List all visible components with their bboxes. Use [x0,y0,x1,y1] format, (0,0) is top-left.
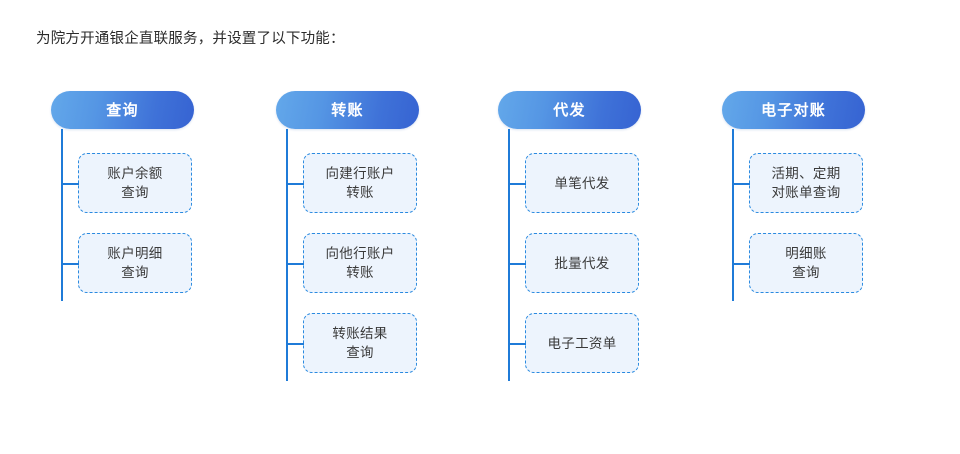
connector-stub [509,263,526,265]
column-header-label: 电子对账 [761,101,826,119]
column-header-1[interactable]: 转账 [276,91,419,129]
diagram-node[interactable]: 活期、定期 对账单查询 [733,153,863,213]
diagram-node-label: 向建行账户 转账 [325,166,395,200]
column-header-label: 转账 [331,101,364,119]
diagram-node[interactable]: 单笔代发 [509,153,639,213]
connector-trunk [61,129,63,301]
diagram-node-label: 转账结果 查询 [332,326,388,360]
diagram-node-label: 账户余额 查询 [107,166,163,200]
connector-stub [62,183,79,185]
diagram-node-label: 电子工资单 [547,335,617,351]
diagram-node[interactable]: 向建行账户 转账 [287,153,417,213]
diagram-column: 转账向建行账户 转账向他行账户 转账转账结果 查询 [276,91,419,381]
diagram-node[interactable]: 明细账 查询 [733,233,863,293]
diagram-node[interactable]: 转账结果 查询 [287,313,417,373]
connector-stub [62,263,79,265]
diagram-node[interactable]: 账户余额 查询 [62,153,192,213]
diagram-node-label: 向他行账户 转账 [325,246,395,280]
intro-text: 为院方开通银企直联服务，并设置了以下功能： [36,31,345,47]
diagram-node[interactable]: 批量代发 [509,233,639,293]
diagram-node-label: 账户明细 查询 [107,246,163,280]
column-header-label: 代发 [553,101,586,119]
diagram-node-label: 明细账 查询 [785,246,827,280]
connector-stub [733,183,750,185]
diagram-node[interactable]: 电子工资单 [509,313,639,373]
column-header-label: 查询 [106,101,139,119]
connector-stub [287,343,304,345]
diagram-node-label: 活期、定期 对账单查询 [771,166,841,200]
column-header-0[interactable]: 查询 [51,91,194,129]
diagram-column: 电子对账活期、定期 对账单查询明细账 查询 [722,91,865,301]
connector-stub [733,263,750,265]
connector-stub [509,343,526,345]
connector-trunk [508,129,510,381]
diagram-node[interactable]: 向他行账户 转账 [287,233,417,293]
connector-trunk [286,129,288,381]
connector-stub [287,263,304,265]
diagram-node-label: 批量代发 [554,255,610,271]
connector-stub [287,183,304,185]
diagram-column: 代发单笔代发批量代发电子工资单 [498,91,641,381]
connector-trunk [732,129,734,301]
diagram-column: 查询账户余额 查询账户明细 查询 [51,91,194,301]
diagram-node[interactable]: 账户明细 查询 [62,233,192,293]
diagram-node-label: 单笔代发 [554,175,610,191]
connector-stub [509,183,526,185]
column-header-2[interactable]: 代发 [498,91,641,129]
column-header-3[interactable]: 电子对账 [722,91,865,129]
